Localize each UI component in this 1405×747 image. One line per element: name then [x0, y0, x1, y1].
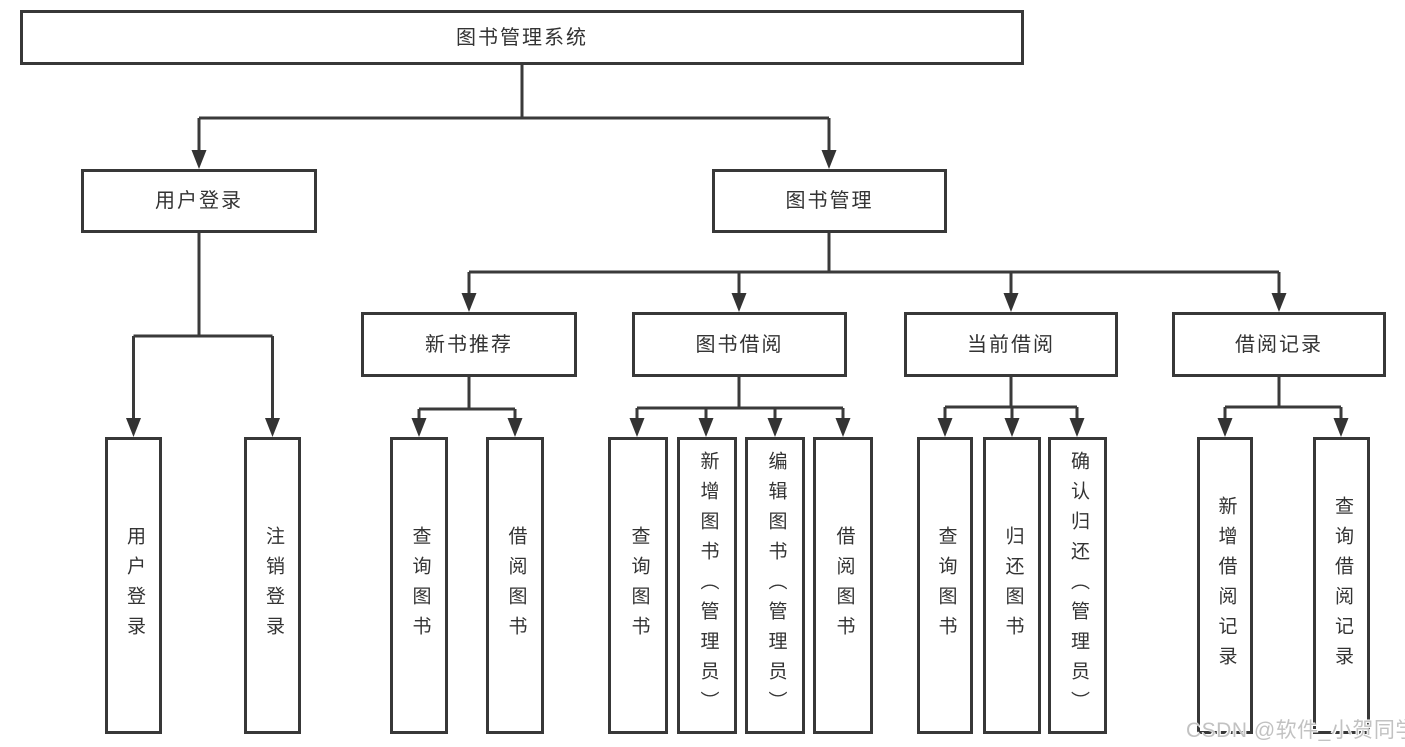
arrowhead: [507, 418, 523, 437]
leaf-records-query-record: 查询借阅记录: [1313, 437, 1370, 734]
node-user-login: 用户登录: [81, 169, 317, 233]
connector-records-split: [1217, 377, 1349, 437]
connector-management-split: [461, 233, 1287, 312]
leaf-current-query-books: 查询图书: [917, 437, 973, 734]
arrowhead: [411, 418, 427, 437]
leaf-records-add-record: 新增借阅记录: [1197, 437, 1253, 734]
node-current-borrow: 当前借阅: [904, 312, 1118, 377]
leaf-borrow-query-books: 查询图书: [608, 437, 668, 734]
connector-recommend-split: [411, 377, 523, 437]
arrowhead: [1271, 293, 1287, 312]
arrowhead: [1217, 418, 1233, 437]
arrowhead: [1333, 418, 1349, 437]
leaf-recommend-query-books: 查询图书: [390, 437, 448, 734]
node-book-borrow: 图书借阅: [632, 312, 847, 377]
connector-login-split: [126, 233, 280, 437]
leaf-current-confirm-return-admin: 确认归还（管理员）: [1048, 437, 1107, 734]
leaf-borrow-borrow-books: 借阅图书: [813, 437, 873, 734]
node-borrow-records: 借阅记录: [1172, 312, 1386, 377]
arrowhead: [191, 150, 207, 169]
leaf-user-login: 用户登录: [105, 437, 162, 734]
arrowhead: [1004, 418, 1020, 437]
node-root: 图书管理系统: [20, 10, 1024, 65]
arrowhead: [767, 418, 783, 437]
connector-current-split: [937, 377, 1085, 437]
connector-borrow-split: [629, 377, 851, 437]
arrowhead: [698, 418, 714, 437]
leaf-recommend-borrow-books: 借阅图书: [486, 437, 544, 734]
leaf-current-return-books: 归还图书: [983, 437, 1041, 734]
arrowhead: [731, 293, 747, 312]
arrowhead: [821, 150, 837, 169]
node-new-book-recommend: 新书推荐: [361, 312, 577, 377]
node-book-management: 图书管理: [712, 169, 947, 233]
arrowhead: [461, 293, 477, 312]
watermark: CSDN @软件_小贺同学: [1186, 719, 1405, 742]
arrowhead: [835, 418, 851, 437]
arrowhead: [1069, 418, 1085, 437]
arrowhead: [1003, 293, 1019, 312]
leaf-borrow-add-books-admin: 新增图书（管理员）: [677, 437, 737, 734]
arrowhead: [126, 418, 141, 437]
arrowhead: [265, 418, 280, 437]
connector-root-split: [191, 64, 837, 169]
arrowhead: [629, 418, 645, 437]
arrowhead: [937, 418, 953, 437]
leaf-logout: 注销登录: [244, 437, 301, 734]
leaf-borrow-edit-books-admin: 编辑图书（管理员）: [745, 437, 805, 734]
